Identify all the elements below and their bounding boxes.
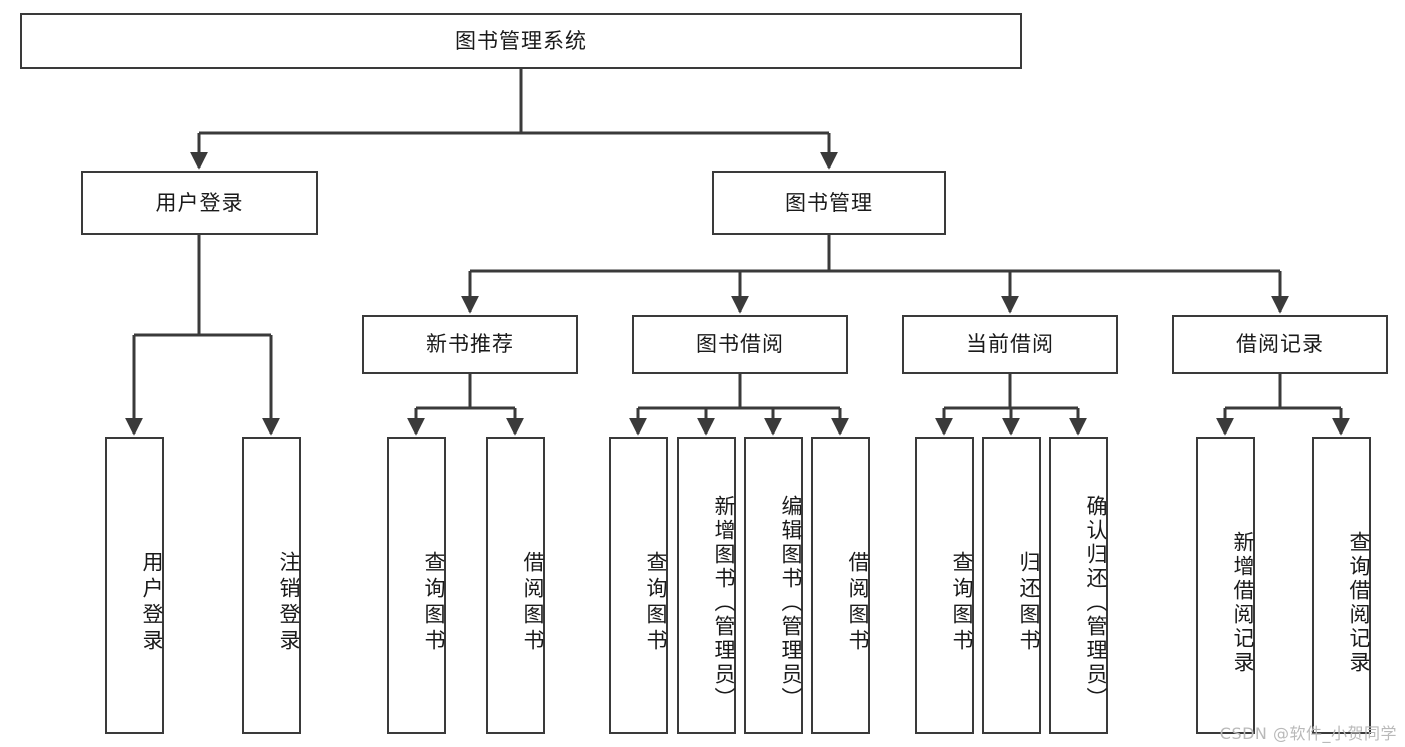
node-leaf-query-book-current[interactable]: 查询图书	[915, 437, 974, 734]
node-label: 编辑图书（管理员）	[779, 494, 803, 711]
node-leaf-query-book-borrow[interactable]: 查询图书	[609, 437, 668, 734]
node-label: 查询借阅记录	[1347, 530, 1371, 675]
node-borrow-record[interactable]: 借阅记录	[1172, 315, 1388, 374]
node-label: 查询图书	[644, 550, 668, 655]
node-label: 新增图书（管理员）	[712, 494, 736, 711]
node-label: 图书管理	[785, 190, 873, 215]
node-current-borrow[interactable]: 当前借阅	[902, 315, 1118, 374]
node-new-book-recommend[interactable]: 新书推荐	[362, 315, 578, 374]
node-label: 借阅图书	[521, 550, 545, 655]
node-label: 借阅记录	[1236, 332, 1324, 357]
node-leaf-borrow-book-recommend[interactable]: 借阅图书	[486, 437, 545, 734]
node-leaf-add-borrow-record[interactable]: 新增借阅记录	[1196, 437, 1255, 734]
node-label: 当前借阅	[966, 332, 1054, 357]
node-label: 用户登录	[155, 190, 244, 215]
csdn-watermark: CSDN @软件_小贺同学	[1219, 724, 1397, 743]
node-label: 确认归还（管理员）	[1084, 494, 1108, 711]
node-leaf-user-login[interactable]: 用户登录	[105, 437, 164, 734]
node-label: 新书推荐	[426, 332, 514, 357]
node-label: 查询图书	[422, 550, 446, 655]
node-book-borrow[interactable]: 图书借阅	[632, 315, 848, 374]
node-book-management[interactable]: 图书管理	[712, 171, 946, 235]
node-label: 归还图书	[1017, 550, 1041, 655]
node-label: 新增借阅记录	[1231, 530, 1255, 675]
node-leaf-return-book[interactable]: 归还图书	[982, 437, 1041, 734]
node-leaf-query-borrow-record[interactable]: 查询借阅记录	[1312, 437, 1371, 734]
node-label: 注销登录	[277, 550, 301, 655]
node-label: 借阅图书	[846, 550, 870, 655]
node-label: 图书借阅	[696, 332, 784, 357]
node-leaf-add-book-admin[interactable]: 新增图书（管理员）	[677, 437, 736, 734]
node-user-login[interactable]: 用户登录	[81, 171, 318, 235]
node-label: 查询图书	[950, 550, 974, 655]
node-leaf-query-book-recommend[interactable]: 查询图书	[387, 437, 446, 734]
node-leaf-confirm-return-admin[interactable]: 确认归还（管理员）	[1049, 437, 1108, 734]
node-leaf-edit-book-admin[interactable]: 编辑图书（管理员）	[744, 437, 803, 734]
node-leaf-logout[interactable]: 注销登录	[242, 437, 301, 734]
node-book-management-system[interactable]: 图书管理系统	[20, 13, 1022, 69]
node-leaf-borrow-book-borrow[interactable]: 借阅图书	[811, 437, 870, 734]
node-label: 用户登录	[140, 550, 164, 655]
node-label: 图书管理系统	[455, 28, 587, 53]
